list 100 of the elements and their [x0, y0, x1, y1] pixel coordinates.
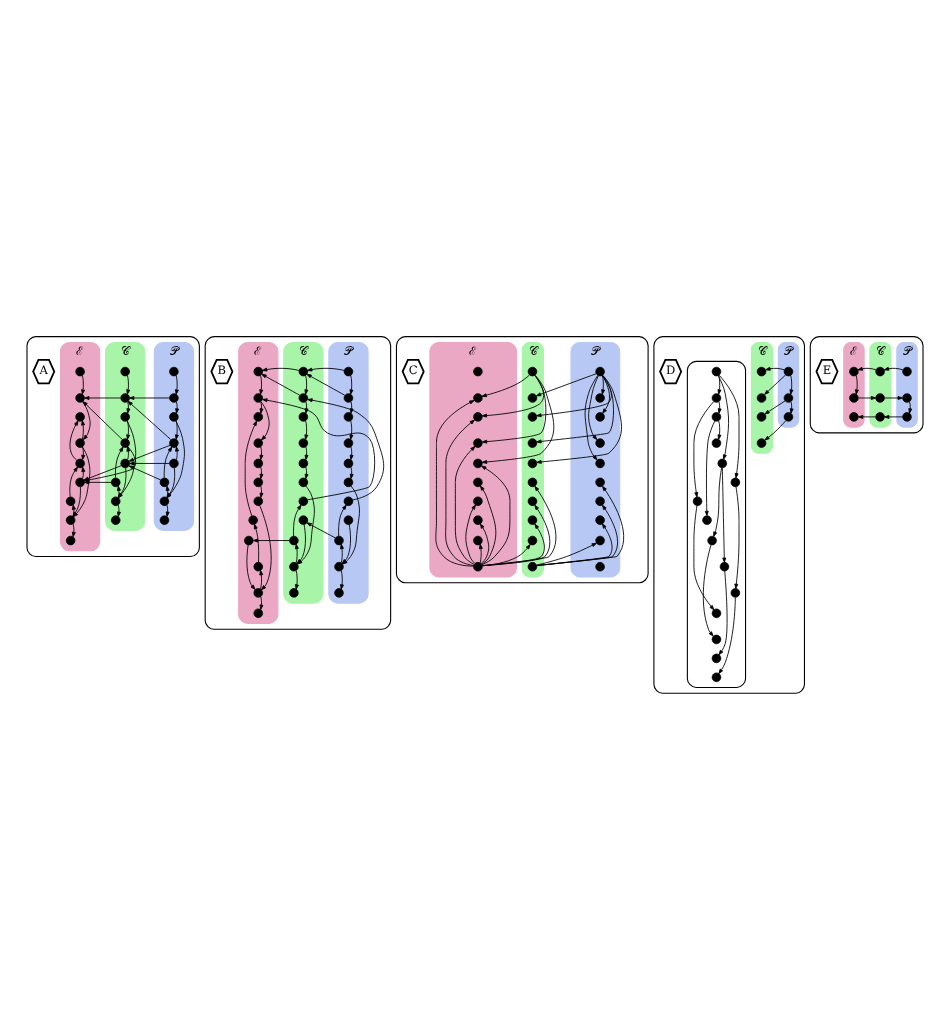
arrow — [303, 419, 308, 439]
node-circle — [472, 476, 482, 487]
node-circle — [706, 534, 716, 545]
arrow — [480, 464, 510, 564]
node-circle — [472, 561, 482, 571]
arrow — [303, 400, 308, 413]
node-circle — [755, 437, 766, 447]
node-circle — [158, 514, 169, 524]
node-circle — [782, 365, 793, 376]
node-circle — [472, 392, 482, 402]
node-circle — [710, 411, 721, 421]
node-circle — [64, 534, 75, 545]
arrow — [434, 399, 474, 566]
arrow — [444, 418, 474, 565]
arrow — [303, 373, 308, 394]
cluster — [25, 335, 199, 557]
arrow — [788, 400, 793, 413]
arrow — [258, 400, 263, 413]
node-circle — [74, 411, 84, 421]
arrow — [261, 366, 299, 371]
arrow — [245, 543, 255, 589]
node-circle — [74, 392, 84, 402]
arrow — [125, 373, 130, 394]
arrow — [243, 419, 256, 516]
node-circle — [158, 476, 169, 487]
arrow — [127, 464, 160, 480]
arrow — [733, 485, 739, 588]
arrow — [788, 373, 793, 394]
node-circle — [297, 514, 308, 524]
node-circle — [472, 457, 482, 468]
arrow — [125, 400, 130, 413]
node-circle — [297, 411, 308, 421]
arrow — [80, 373, 85, 394]
arrow — [712, 466, 722, 536]
node-circle — [594, 457, 604, 468]
node-circle — [247, 514, 257, 524]
arrow — [717, 596, 735, 673]
node-circle — [342, 392, 353, 402]
arrow — [535, 484, 624, 565]
arrow — [763, 419, 786, 440]
node-circle — [526, 476, 537, 487]
arrow — [857, 413, 876, 418]
node-circle — [594, 514, 604, 524]
node-circle — [74, 476, 84, 487]
node-circle — [64, 495, 75, 505]
arrow — [128, 395, 169, 399]
arrow — [907, 400, 912, 413]
arrow — [339, 542, 343, 563]
node-circle — [158, 495, 169, 505]
node-circle — [342, 457, 353, 468]
arrow — [292, 503, 301, 536]
node-circle — [755, 392, 766, 402]
arrow — [480, 503, 550, 566]
node-circle — [710, 607, 721, 617]
node-circle — [333, 561, 343, 571]
arrow — [68, 419, 78, 460]
arrow — [125, 445, 130, 460]
node-circle — [472, 411, 482, 421]
node-circle — [342, 437, 353, 447]
arrow — [692, 400, 714, 497]
arrow — [162, 445, 172, 478]
node-circle — [110, 476, 120, 487]
arrow — [480, 374, 544, 417]
arrow — [252, 522, 259, 562]
node-circle — [472, 534, 482, 545]
arrow — [303, 445, 308, 460]
node-circle — [342, 514, 353, 524]
arrow — [303, 465, 308, 479]
cluster — [394, 335, 648, 583]
arrow — [306, 366, 344, 371]
arrow — [339, 569, 343, 589]
node-circle — [901, 392, 911, 402]
node-circle — [710, 365, 721, 376]
arrow — [258, 373, 263, 394]
node-circle — [333, 534, 343, 545]
node-circle — [594, 495, 604, 505]
node-circle — [594, 561, 604, 571]
arrow — [717, 569, 727, 655]
arrow — [882, 365, 903, 370]
node-circle — [755, 365, 766, 376]
arrow — [260, 372, 300, 395]
node-circle — [874, 411, 884, 421]
node-circle — [297, 495, 308, 505]
node-circle — [594, 365, 604, 376]
node-circle — [252, 607, 262, 617]
arrow — [480, 373, 554, 463]
arrow — [763, 399, 785, 414]
node-circle — [526, 495, 537, 505]
arrow — [701, 543, 713, 636]
cluster — [203, 335, 391, 629]
arrow — [535, 374, 611, 417]
node-circle — [252, 495, 262, 505]
node-circle — [526, 411, 537, 421]
arrow — [716, 419, 721, 439]
arrow — [480, 543, 530, 566]
node-circle — [526, 392, 537, 402]
node-circle — [701, 514, 711, 524]
node-circle — [119, 365, 129, 376]
node-circle — [901, 411, 911, 421]
arrow — [883, 395, 902, 399]
